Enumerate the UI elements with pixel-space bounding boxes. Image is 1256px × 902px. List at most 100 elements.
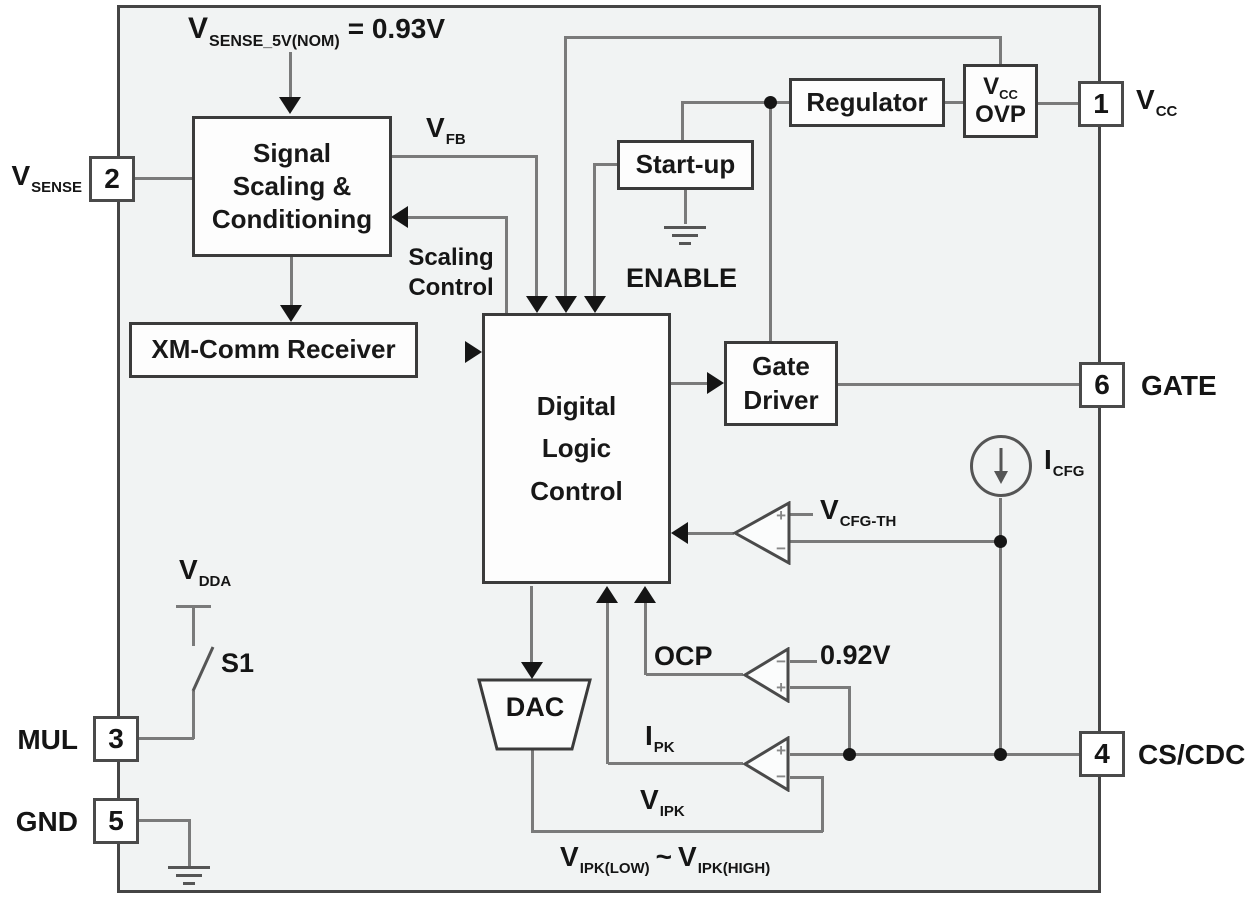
wire-vipk bbox=[531, 750, 534, 832]
pin-number: 5 bbox=[108, 805, 124, 836]
ocp-comparator: − + bbox=[742, 647, 791, 703]
pin-4-box: 4 bbox=[1079, 731, 1125, 777]
vcfg-th-label: VCFG-TH bbox=[820, 494, 897, 530]
comparator-minus-sign: − bbox=[776, 539, 786, 558]
pin-number: 2 bbox=[104, 163, 120, 194]
regulator-block: Regulator bbox=[789, 78, 945, 127]
block-label: Regulator bbox=[806, 86, 928, 117]
junction-dot bbox=[843, 748, 856, 761]
wire-segment bbox=[289, 52, 292, 100]
arrowhead-icon bbox=[521, 662, 543, 679]
comparator-plus-sign: + bbox=[776, 678, 786, 697]
arrowhead-icon bbox=[280, 305, 302, 322]
wire-segment bbox=[790, 540, 1001, 543]
switch-s1-icon bbox=[191, 646, 215, 692]
vipk-range-label: VIPK(LOW)~VIPK(HIGH) bbox=[560, 841, 771, 877]
wire-ovp-top bbox=[999, 36, 1002, 64]
wire-scaling-control bbox=[505, 216, 508, 313]
pin-6-box: 6 bbox=[1079, 362, 1125, 408]
vdda-terminal-bar bbox=[176, 605, 211, 608]
pin-number: 1 bbox=[1093, 88, 1109, 119]
comparator-triangle-icon bbox=[742, 647, 790, 703]
wire-segment bbox=[945, 101, 963, 104]
wire-scaling-control bbox=[406, 216, 507, 219]
junction-dot bbox=[994, 535, 1007, 548]
arrowhead-icon bbox=[671, 522, 688, 544]
comparator-minus-sign: − bbox=[776, 767, 786, 786]
wire-ipk-out bbox=[606, 601, 609, 764]
pin-1-name: VCC bbox=[1136, 84, 1178, 120]
block-label: Control bbox=[530, 475, 623, 506]
pin-4-name: CS/CDC bbox=[1138, 739, 1246, 770]
vsense-nominal-note: VSENSE_5V(NOM)= 0.93V bbox=[188, 12, 446, 50]
arrowhead-icon bbox=[707, 372, 724, 394]
wire-icfg bbox=[999, 498, 1002, 756]
wire-segment bbox=[848, 686, 851, 756]
block-label: Driver bbox=[743, 384, 819, 415]
wire-segment bbox=[790, 776, 823, 779]
startup-block: Start-up bbox=[617, 140, 754, 190]
icfg-current-source bbox=[970, 435, 1032, 497]
wire-enable bbox=[593, 163, 596, 297]
current-source-down-arrow-icon bbox=[994, 448, 1008, 484]
arrowhead-icon bbox=[596, 586, 618, 603]
xm-comm-receiver-block: XM-Comm Receiver bbox=[129, 322, 418, 378]
vfb-label: VFB bbox=[426, 112, 466, 148]
wire-segment bbox=[290, 257, 293, 307]
icfg-label: ICFG bbox=[1044, 444, 1085, 480]
wire-segment bbox=[688, 532, 734, 535]
junction-dot bbox=[994, 748, 1007, 761]
wire-ovp-top bbox=[564, 36, 1002, 39]
arrowhead-icon bbox=[526, 296, 548, 313]
comparator-minus-sign: − bbox=[776, 652, 786, 671]
wire-vipk bbox=[531, 830, 823, 833]
ground-icon bbox=[664, 226, 706, 245]
block-label: Conditioning bbox=[211, 204, 373, 235]
wire-startup-supply bbox=[681, 101, 684, 141]
wire-segment bbox=[135, 177, 192, 180]
wire-gate bbox=[838, 383, 1079, 386]
wire-segment bbox=[139, 819, 190, 822]
arrowhead-icon bbox=[465, 341, 482, 363]
comparator-triangle-icon bbox=[732, 501, 791, 565]
ground-icon bbox=[168, 866, 210, 885]
arrowhead-icon bbox=[584, 296, 606, 313]
wire-segment bbox=[138, 737, 194, 740]
wire-segment bbox=[188, 819, 191, 866]
wire-gate-driver-supply bbox=[769, 101, 772, 341]
pin-1-box: 1 bbox=[1078, 81, 1124, 127]
enable-label: ENABLE bbox=[626, 263, 738, 293]
wire-segment bbox=[192, 691, 195, 739]
pin-2-name: VSENSE bbox=[11, 160, 82, 196]
block-label: Scaling & bbox=[232, 170, 352, 201]
wire-ocp-out bbox=[644, 601, 647, 675]
wire-segment bbox=[821, 776, 824, 832]
wire-segment bbox=[790, 686, 850, 689]
wire-dac-in bbox=[530, 586, 533, 663]
arrowhead-icon bbox=[391, 206, 408, 228]
pin-number: 3 bbox=[108, 723, 124, 754]
ipk-label: IPK bbox=[645, 720, 675, 756]
vipk-label: VIPK bbox=[640, 784, 685, 820]
block-label: Start-up bbox=[635, 149, 736, 180]
gate-driver-block: Gate Driver bbox=[724, 341, 838, 426]
wire-ocp-out bbox=[646, 673, 743, 676]
wire-cs bbox=[790, 753, 1080, 756]
pin-5-name: GND bbox=[15, 806, 78, 837]
vcc-ovp-block: VCC OVP bbox=[963, 64, 1038, 138]
pin-3-box: 3 bbox=[93, 716, 139, 762]
arrowhead-icon bbox=[279, 97, 301, 114]
pin-2-box: 2 bbox=[89, 156, 135, 202]
wire-vcfg-stub bbox=[790, 513, 813, 516]
pin-3-name: MUL bbox=[17, 724, 78, 755]
wire-vdda-stub bbox=[192, 607, 195, 646]
dac-trapezoid-shape bbox=[477, 678, 592, 751]
pin-5-box: 5 bbox=[93, 798, 139, 844]
wire-ovp-top bbox=[564, 36, 567, 297]
block-label: Signal bbox=[252, 137, 331, 168]
signal-scaling-block: Signal Scaling & Conditioning bbox=[192, 116, 392, 257]
pin-number: 4 bbox=[1094, 738, 1110, 769]
dac-block: DAC bbox=[477, 678, 593, 757]
block-label: VCC bbox=[983, 73, 1018, 103]
